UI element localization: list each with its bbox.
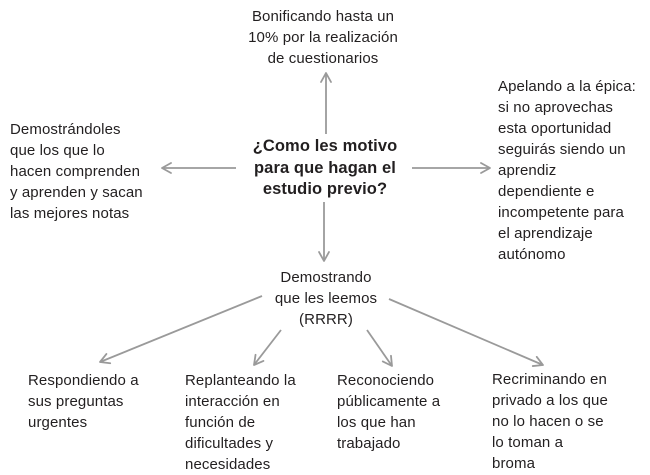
arrow-middle-to-sub-3 [366, 329, 393, 367]
sub-branch-recriminando: Recriminando en privado a los que no lo … [492, 371, 608, 472]
sub-branch-reconociendo: Reconociendo públicamente a los que han … [337, 372, 441, 452]
branch-middle-demostrando: Demostrando que les leemos (RRRR) [274, 269, 378, 328]
sub-branch-respondiendo: Respondiendo a sus preguntas urgentes [28, 372, 139, 431]
arrow-middle-to-sub-2 [253, 329, 282, 366]
branch-top-bonus: Bonificando hasta un 10% por la realizac… [248, 8, 398, 67]
sub-branch-replanteando: Replanteando la interacción en función d… [185, 372, 296, 473]
branch-left-demostrandoles: Demostrándoles que los que lo hacen comp… [10, 121, 143, 222]
arrow-middle-to-sub-1 [99, 295, 263, 365]
central-question: ¿Como les motivo para que hagan el estud… [252, 137, 398, 198]
arrow-middle-to-sub-4 [388, 298, 544, 367]
branch-right-apelando: Apelando a la épica: si no aprovechas es… [498, 78, 636, 263]
